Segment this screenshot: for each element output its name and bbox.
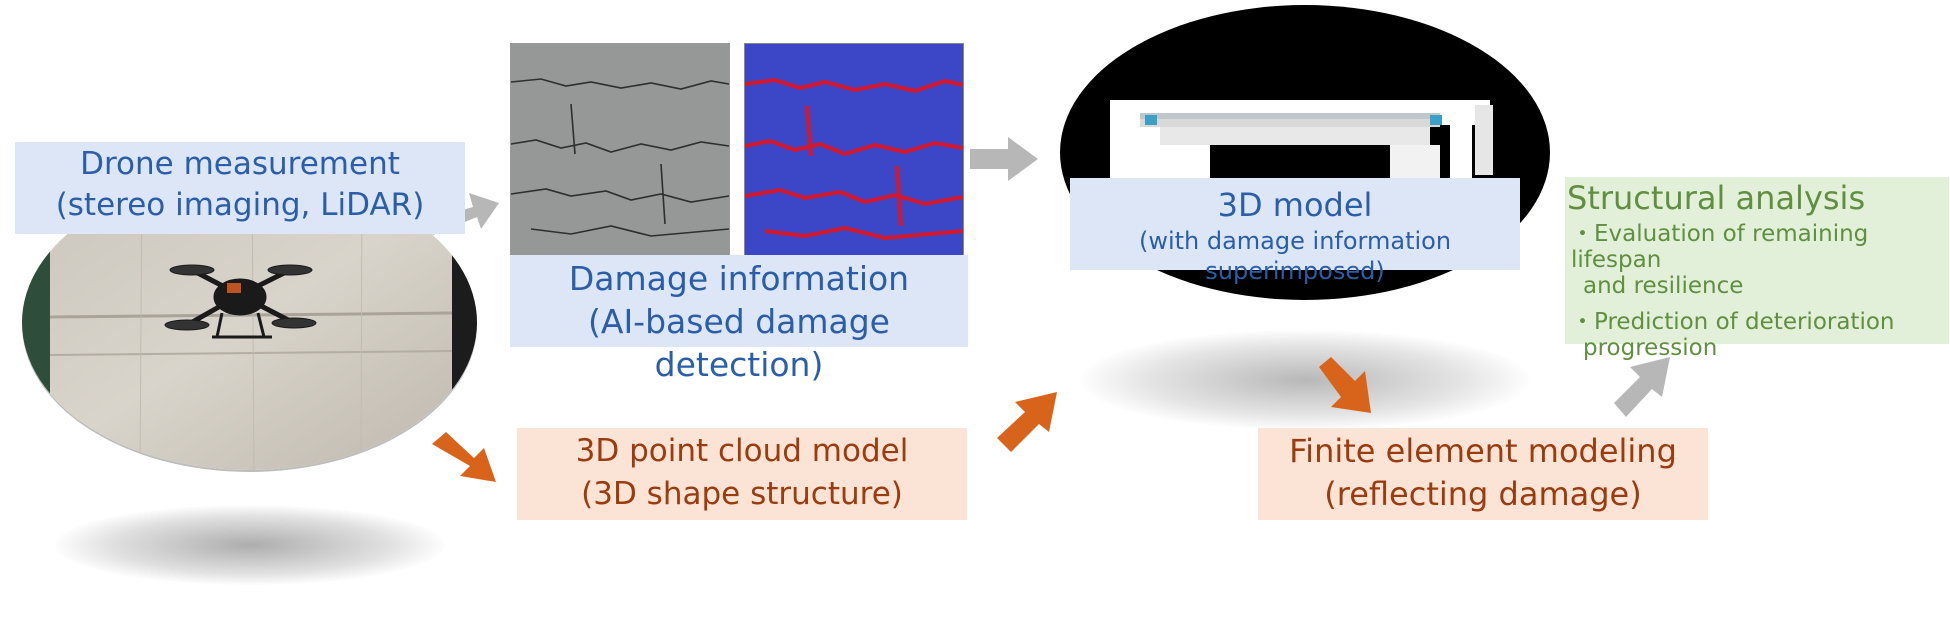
point-cloud-label: 3D point cloud model (3D shape structure… (517, 428, 967, 520)
analysis-bullet-1-cont: and resilience (1583, 273, 1744, 299)
finite-element-title: Finite element modeling (1289, 432, 1677, 470)
point-cloud-subtitle: (3D shape structure) (581, 476, 903, 512)
arrow-pointcloud-to-3d-model (997, 392, 1057, 452)
3d-model-subtitle: (with damage information superimposed) (1138, 227, 1452, 285)
drone-measurement-subtitle: (stereo imaging, LiDAR) (55, 187, 425, 223)
arrow-3d-model-to-fem (1319, 357, 1371, 413)
crack-detection-mask (744, 43, 964, 257)
finite-element-subtitle: (reflecting damage) (1324, 475, 1642, 513)
3d-model-label: 3D model (with damage information superi… (1070, 178, 1520, 285)
structural-analysis-box: Structural analysis ・Evaluation of remai… (1565, 177, 1949, 361)
drone-icon (164, 264, 317, 339)
arrow-damage-to-3d-model (970, 137, 1038, 181)
drone-measurement-title: Drone measurement (80, 146, 400, 182)
analysis-bullet-2: ・Prediction of deterioration (1571, 309, 1895, 335)
damage-information-label: Damage information (AI-based damage dete… (510, 255, 968, 384)
model-shadow (1080, 330, 1530, 430)
structural-analysis-title: Structural analysis (1567, 179, 1866, 217)
damage-information-title: Damage information (568, 259, 910, 298)
analysis-bullet-1: ・Evaluation of remaining lifespan (1571, 221, 1869, 273)
arrow-fem-to-analysis (1614, 357, 1670, 417)
drone-measurement-label: Drone measurement (stereo imaging, LiDAR… (15, 142, 465, 234)
crack-photo (510, 43, 730, 257)
point-cloud-title: 3D point cloud model (575, 433, 909, 469)
analysis-bullet-2-cont: progression (1583, 335, 1718, 361)
arrow-drone-to-pointcloud (432, 432, 496, 482)
3d-model-title: 3D model (1217, 186, 1373, 224)
drone-photo-shadow (55, 505, 445, 585)
damage-information-subtitle: (AI-based damage detection) (588, 302, 890, 384)
finite-element-label: Finite element modeling (reflecting dama… (1258, 428, 1708, 520)
